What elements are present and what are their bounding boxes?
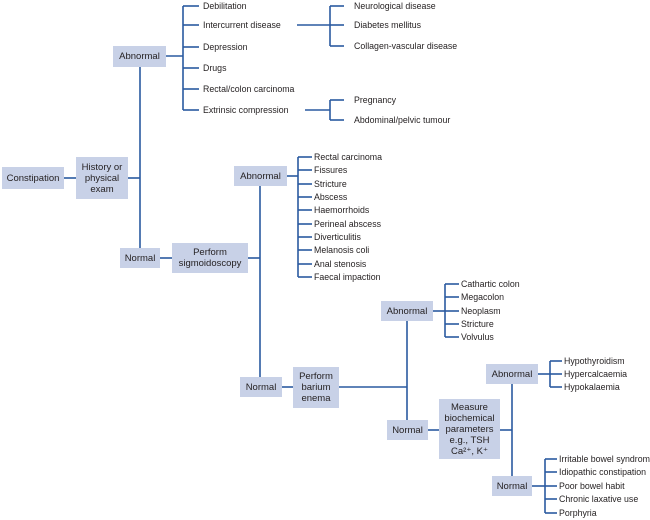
leaf-melanosis-coli: Melanosis coli [314,245,370,255]
barium-normal-box: Normal [387,420,428,440]
leaf-megacolon: Megacolon [461,292,505,302]
leaf-debilitation: Debilitation [203,1,247,11]
barium-abnormal-box: Abnormal [381,301,433,321]
leaf-abscess: Abscess [314,192,348,202]
leaf-stricture-2: Stricture [461,319,494,329]
leaf-stricture: Stricture [314,179,347,189]
leaf-fissures: Fissures [314,165,348,175]
leaf-abdominal-pelvic-tumour: Abdominal/pelvic tumour [354,115,451,125]
leaf-pregnancy: Pregnancy [354,95,397,105]
biochemical-abnormal-box: Abnormal [486,364,538,384]
leaf-idiopathic-constipation: Idiopathic constipation [559,467,647,477]
leaf-depression: Depression [203,42,248,52]
leaf-irritable-bowel-syndrome: Irritable bowel syndrome [559,454,650,464]
leaf-perineal-abscess: Perineal abscess [314,219,381,229]
leaf-haemorrhoids: Haemorrhoids [314,205,370,215]
leaf-rectal-colon-carcinoma: Rectal/colon carcinoma [203,84,295,94]
leaf-hypercalcaemia: Hypercalcaemia [564,369,628,379]
leaf-volvulus: Volvulus [461,332,494,342]
leaf-neoplasm: Neoplasm [461,306,501,316]
leaf-diverticulitis: Diverticulitis [314,232,361,242]
leaf-intercurrent-disease: Intercurrent disease [203,20,281,30]
leaf-cathartic-colon: Cathartic colon [461,279,520,289]
leaf-collagen-vascular-disease: Collagen-vascular disease [354,41,458,51]
sigmoidoscopy-abnormal-box: Abnormal [234,166,287,186]
leaf-poor-bowel-habit: Poor bowel habit [559,481,625,491]
leaf-hypothyroidism: Hypothyroidism [564,356,625,366]
leaf-drugs: Drugs [203,63,227,73]
leaf-extrinsic-compression: Extrinsic compression [203,105,289,115]
constipation-box: Constipation [2,167,64,189]
leaf-faecal-impaction: Faecal impaction [314,272,381,282]
leaf-porphyria: Porphyria [559,508,597,518]
biochemical-normal-box: Normal [492,476,532,496]
leaf-hypokalaemia: Hypokalaemia [564,382,620,392]
leaf-neurological-disease: Neurological disease [354,1,436,11]
sigmoidoscopy-normal-box: Normal [240,377,282,397]
leaf-diabetes-mellitus: Diabetes mellitus [354,20,421,30]
leaf-rectal-carcinoma: Rectal carcinoma [314,152,382,162]
history-normal-box: Normal [120,248,160,268]
history-abnormal-box: Abnormal [113,46,166,67]
leaf-chronic-laxative-use: Chronic laxative use [559,494,639,504]
leaf-anal-stenosis: Anal stenosis [314,259,367,269]
